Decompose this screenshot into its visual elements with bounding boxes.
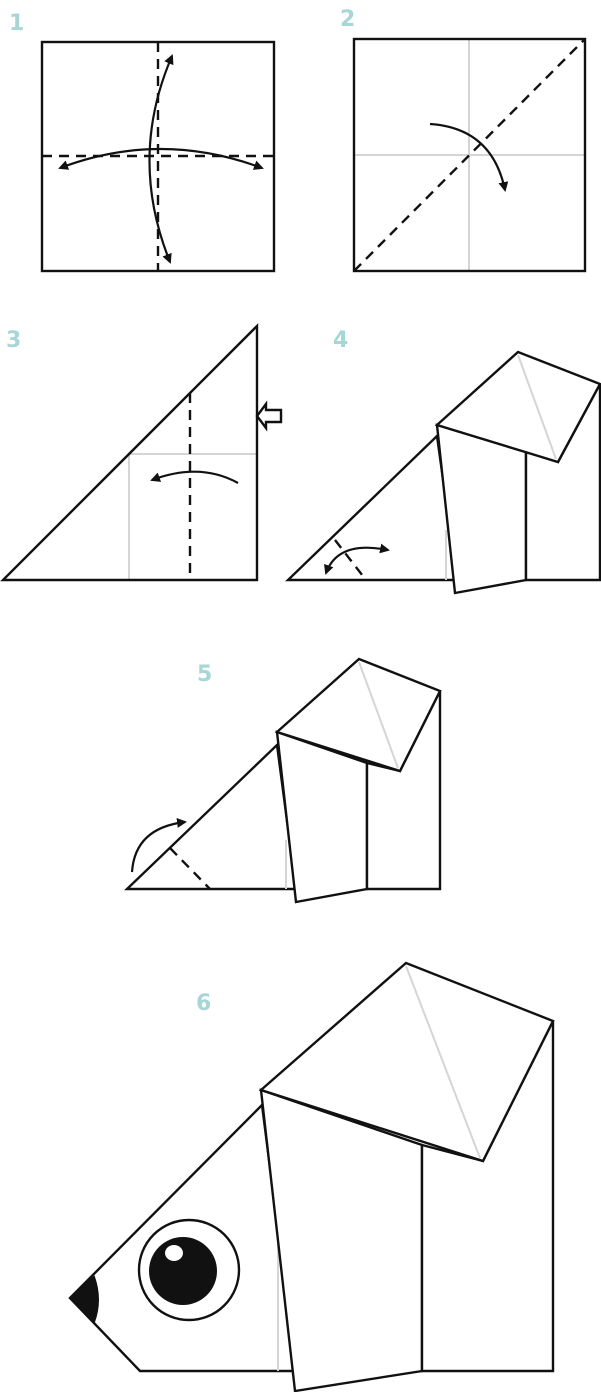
step-6-ear-flap-front xyxy=(261,1090,422,1391)
step-2-number: 2 xyxy=(340,7,355,32)
step-4-ear-flap-front xyxy=(437,425,526,593)
step-5-body-triangle xyxy=(127,745,296,889)
step-1-number: 1 xyxy=(9,11,24,36)
step-3-fold-arrow xyxy=(152,472,238,483)
step-4-fold-line xyxy=(335,540,366,580)
step-2: 2 xyxy=(340,7,585,271)
step-6-eye-pupil xyxy=(149,1237,217,1305)
step-6-number: 6 xyxy=(196,991,211,1016)
step-5-fold-line xyxy=(170,848,210,889)
step-3: 3 xyxy=(3,326,281,580)
step-1-vertical-fold-arrow xyxy=(149,56,172,262)
step-5: 5 xyxy=(127,659,440,902)
step-4-body-triangle xyxy=(288,436,457,580)
step-1: 1 xyxy=(9,11,274,271)
step-6-eye-highlight xyxy=(165,1245,183,1261)
step-1-horizontal-fold-arrow xyxy=(60,149,262,168)
step-3-push-arrow-icon xyxy=(257,404,281,428)
step-5-number: 5 xyxy=(197,662,212,687)
step-6: 6 xyxy=(70,963,553,1391)
step-5-fold-arrow xyxy=(132,822,185,872)
step-4-number: 4 xyxy=(333,328,348,353)
step-3-number: 3 xyxy=(6,328,21,353)
step-4: 4 xyxy=(288,328,600,593)
